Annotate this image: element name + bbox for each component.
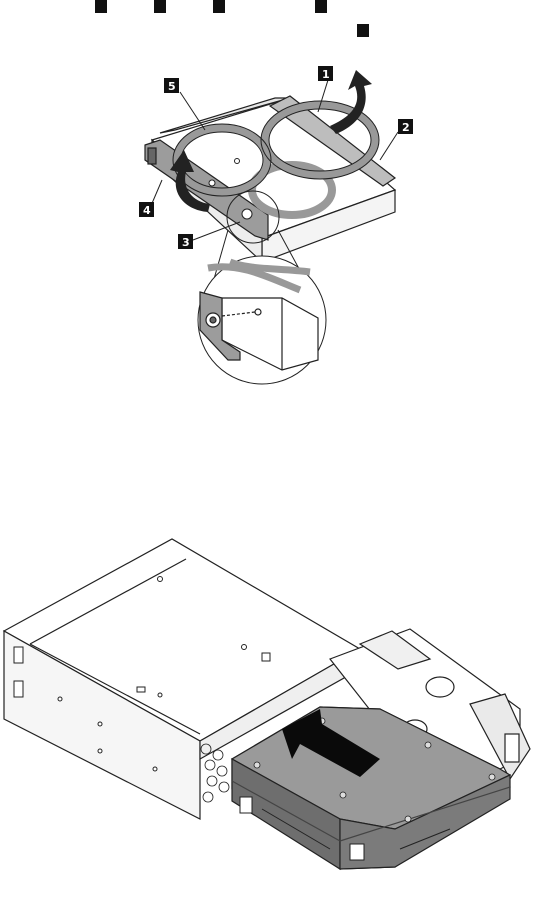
drive-insert-figure xyxy=(0,519,543,899)
pin-hole xyxy=(242,209,252,219)
callout-1: 1 xyxy=(322,68,330,81)
callout-3: 3 xyxy=(182,236,190,249)
callout-4: 4 xyxy=(143,204,151,217)
bracket-figure: 1 2 3 4 5 xyxy=(0,0,543,400)
callout-2: 2 xyxy=(402,121,410,134)
callout-5: 5 xyxy=(168,80,176,93)
